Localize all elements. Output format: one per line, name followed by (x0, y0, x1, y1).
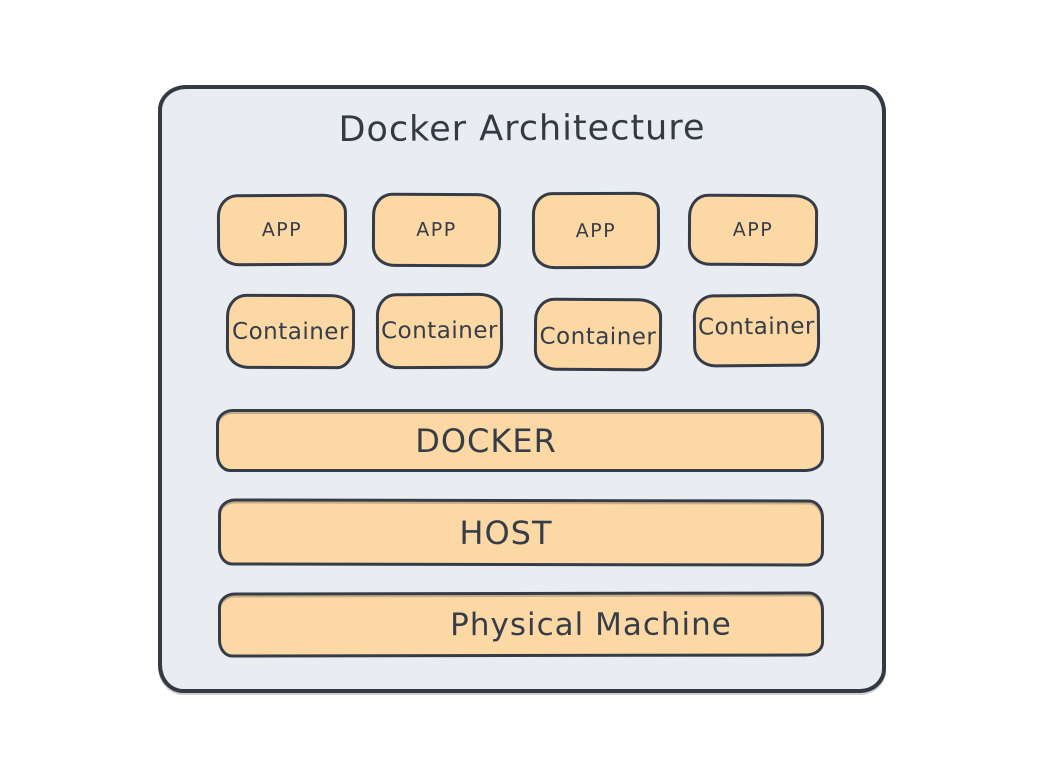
diagram-title: Docker Architecture (338, 108, 706, 150)
container-box-1-label: Container (232, 318, 349, 345)
container-box-3: Container (533, 297, 663, 372)
app-box-4: APP (687, 193, 819, 267)
container-box-4: Container (692, 293, 821, 368)
app-box-3: APP (531, 191, 661, 270)
docker-layer-label: DOCKER (415, 421, 557, 460)
app-box-1-label: APP (261, 218, 303, 242)
container-box-3-label: Container (539, 323, 657, 350)
container-box-4-label: Container (697, 312, 816, 341)
container-box-1: Container (225, 293, 356, 370)
container-box-2: Container (375, 292, 504, 370)
app-box-2-label: APP (416, 218, 457, 242)
physical-machine-layer-bar: Physical Machine (217, 591, 825, 658)
architecture-panel: Docker Architecture APP APP APP APP Cont… (158, 85, 886, 693)
docker-layer-bar: DOCKER (216, 409, 824, 472)
host-layer-bar: HOST (217, 498, 825, 567)
app-box-2: APP (371, 192, 502, 268)
container-box-2-label: Container (380, 317, 499, 345)
host-layer-label: HOST (459, 513, 553, 552)
app-box-4-label: APP (732, 218, 774, 242)
physical-machine-layer-label: Physical Machine (450, 606, 732, 643)
app-box-3-label: APP (575, 219, 617, 242)
app-box-1: APP (216, 193, 348, 267)
